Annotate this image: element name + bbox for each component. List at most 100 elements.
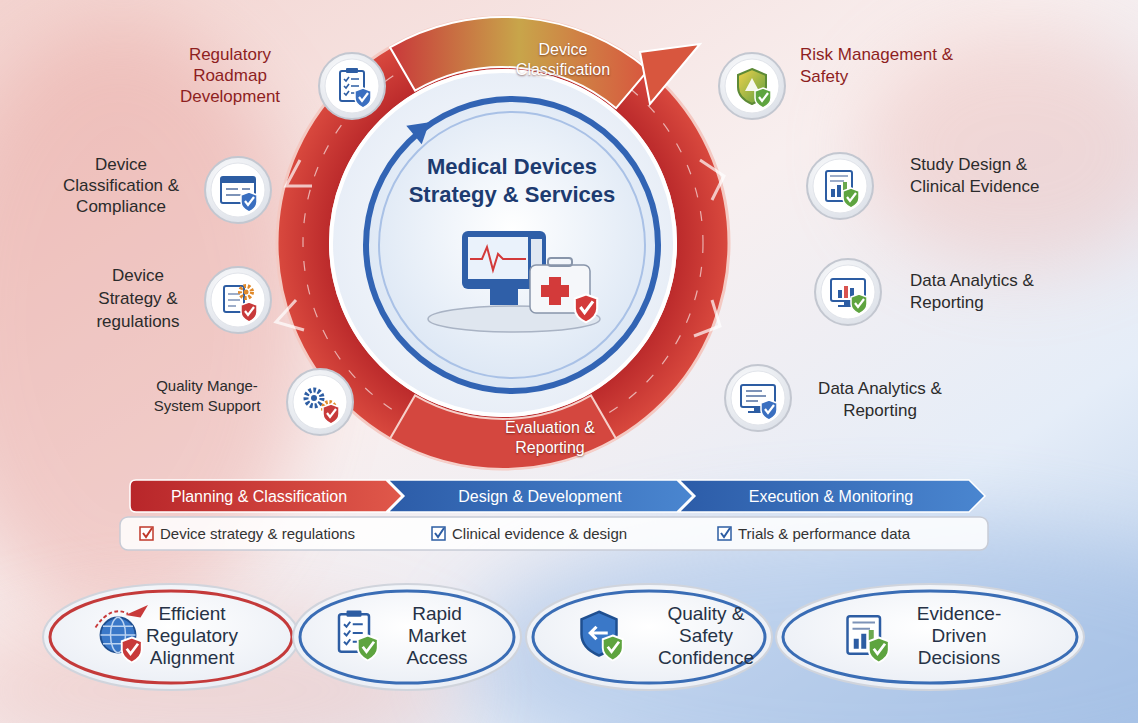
- badge-shield: [843, 188, 859, 208]
- service-circle: Risk Management & Safety: [718, 52, 786, 120]
- checkbox: [718, 527, 731, 540]
- checklist-frame: [120, 517, 988, 550]
- icon-face: [731, 371, 785, 425]
- device-illustration: [428, 231, 600, 332]
- badge-shield: [575, 294, 597, 322]
- badge-shield: [358, 636, 378, 661]
- badge-check: [759, 93, 768, 101]
- node-outline: [364, 97, 660, 393]
- node-outline: [806, 152, 874, 220]
- icon-ring: [287, 369, 353, 435]
- icon-ring: [725, 365, 791, 431]
- document-lines: [228, 294, 240, 306]
- node-text: Data Analytics & Reporting: [812, 378, 948, 422]
- report-lines: [853, 623, 876, 629]
- node-text: Design & Development: [402, 487, 678, 506]
- service-icon: [826, 171, 859, 208]
- node-text: Device strategy & regulations: [160, 525, 420, 543]
- service-icon: [224, 286, 257, 322]
- service-circle: Data Analytics & Reporting: [814, 258, 882, 326]
- gear-hub: [311, 395, 317, 401]
- oval-inner: [783, 591, 1077, 683]
- node-outline: [814, 258, 882, 326]
- check-badge: [851, 294, 867, 314]
- oval-inner: [533, 591, 765, 683]
- clipboard-clip: [347, 611, 362, 617]
- service-icon: [741, 385, 777, 420]
- service-circle: Device Classification & Compliance: [204, 156, 272, 224]
- form-header: [221, 177, 255, 183]
- node-text: Study Design & Clinical Evidence: [910, 154, 1075, 198]
- badge-shield: [241, 192, 257, 212]
- checkbox-tick: [143, 528, 152, 537]
- chart-bar: [854, 639, 859, 649]
- icon-ring: [815, 259, 881, 325]
- service-icon: [306, 390, 339, 424]
- benefit-oval: Evidence- Driven Decisions: [775, 583, 1085, 691]
- chart-bar: [831, 189, 835, 197]
- node-outline: [318, 52, 386, 120]
- service-circle: Data Analytics & Reporting: [724, 364, 792, 432]
- node-text: Evidence- Driven Decisions: [901, 603, 1017, 669]
- chevron-shape: [388, 480, 693, 512]
- badge-shield: [241, 302, 257, 322]
- service-icon: [738, 69, 771, 108]
- ecg-trace: [470, 247, 526, 270]
- phase-chevron: Planning & Classification: [130, 480, 402, 512]
- gear-icon: [240, 286, 252, 298]
- benefit-oval: Quality & Safety Confidence: [525, 583, 773, 691]
- chart-bar: [838, 290, 842, 298]
- check-row: [344, 622, 363, 627]
- checkbox-tick: [721, 528, 730, 537]
- checkbox: [432, 527, 445, 540]
- node-outline: [286, 368, 354, 436]
- phase-chevron: Design & Development: [388, 480, 693, 512]
- node-text: Risk Management & Safety: [800, 44, 980, 88]
- chevron-shape: [130, 480, 402, 512]
- clipboard-clip: [346, 68, 358, 73]
- badge-check: [608, 642, 619, 652]
- badge-shield: [355, 88, 371, 108]
- warning-mark: [745, 78, 759, 91]
- benefit-icon: [848, 616, 889, 662]
- badge-check: [245, 307, 254, 315]
- service-circle: Device Strategy & regulations: [204, 266, 272, 334]
- icon-face: [211, 163, 265, 217]
- check-badge: [323, 404, 339, 424]
- ring-chevron: [694, 300, 720, 336]
- node-text: Clinical evidence & design: [452, 525, 712, 543]
- phase-chevron: Execution & Monitoring: [679, 480, 985, 512]
- check-badge: [122, 638, 142, 663]
- screen-lines: [746, 391, 766, 401]
- node-outline: [775, 583, 1085, 691]
- node-outline: [292, 583, 522, 691]
- check-badge: [355, 88, 371, 108]
- node-text: Medical Devices Strategy & Services: [392, 153, 632, 209]
- service-icon: [831, 279, 867, 314]
- badge-check: [363, 642, 374, 652]
- ring-chevron: [286, 160, 312, 186]
- checkbox: [140, 527, 153, 540]
- oval-outer: [776, 584, 1084, 690]
- case-handle: [548, 258, 572, 266]
- gear-hub: [244, 290, 249, 295]
- check-badge: [603, 636, 623, 661]
- benefit-icon: [339, 611, 378, 661]
- service-icon: [221, 177, 257, 212]
- hub-disc: [366, 99, 658, 391]
- icon-ring: [807, 153, 873, 219]
- icon-ring: [719, 53, 785, 119]
- check-row: [344, 84, 359, 88]
- node-outline: [204, 156, 272, 224]
- check-badge: [358, 636, 378, 661]
- ring-guide: [303, 43, 703, 443]
- icon-face: [325, 59, 379, 113]
- check-row: [344, 77, 359, 81]
- oval-outer: [43, 584, 299, 690]
- badge-check: [765, 405, 774, 413]
- check-badge: [575, 294, 597, 322]
- checkbox-tick: [435, 528, 444, 537]
- icon-face: [821, 265, 875, 319]
